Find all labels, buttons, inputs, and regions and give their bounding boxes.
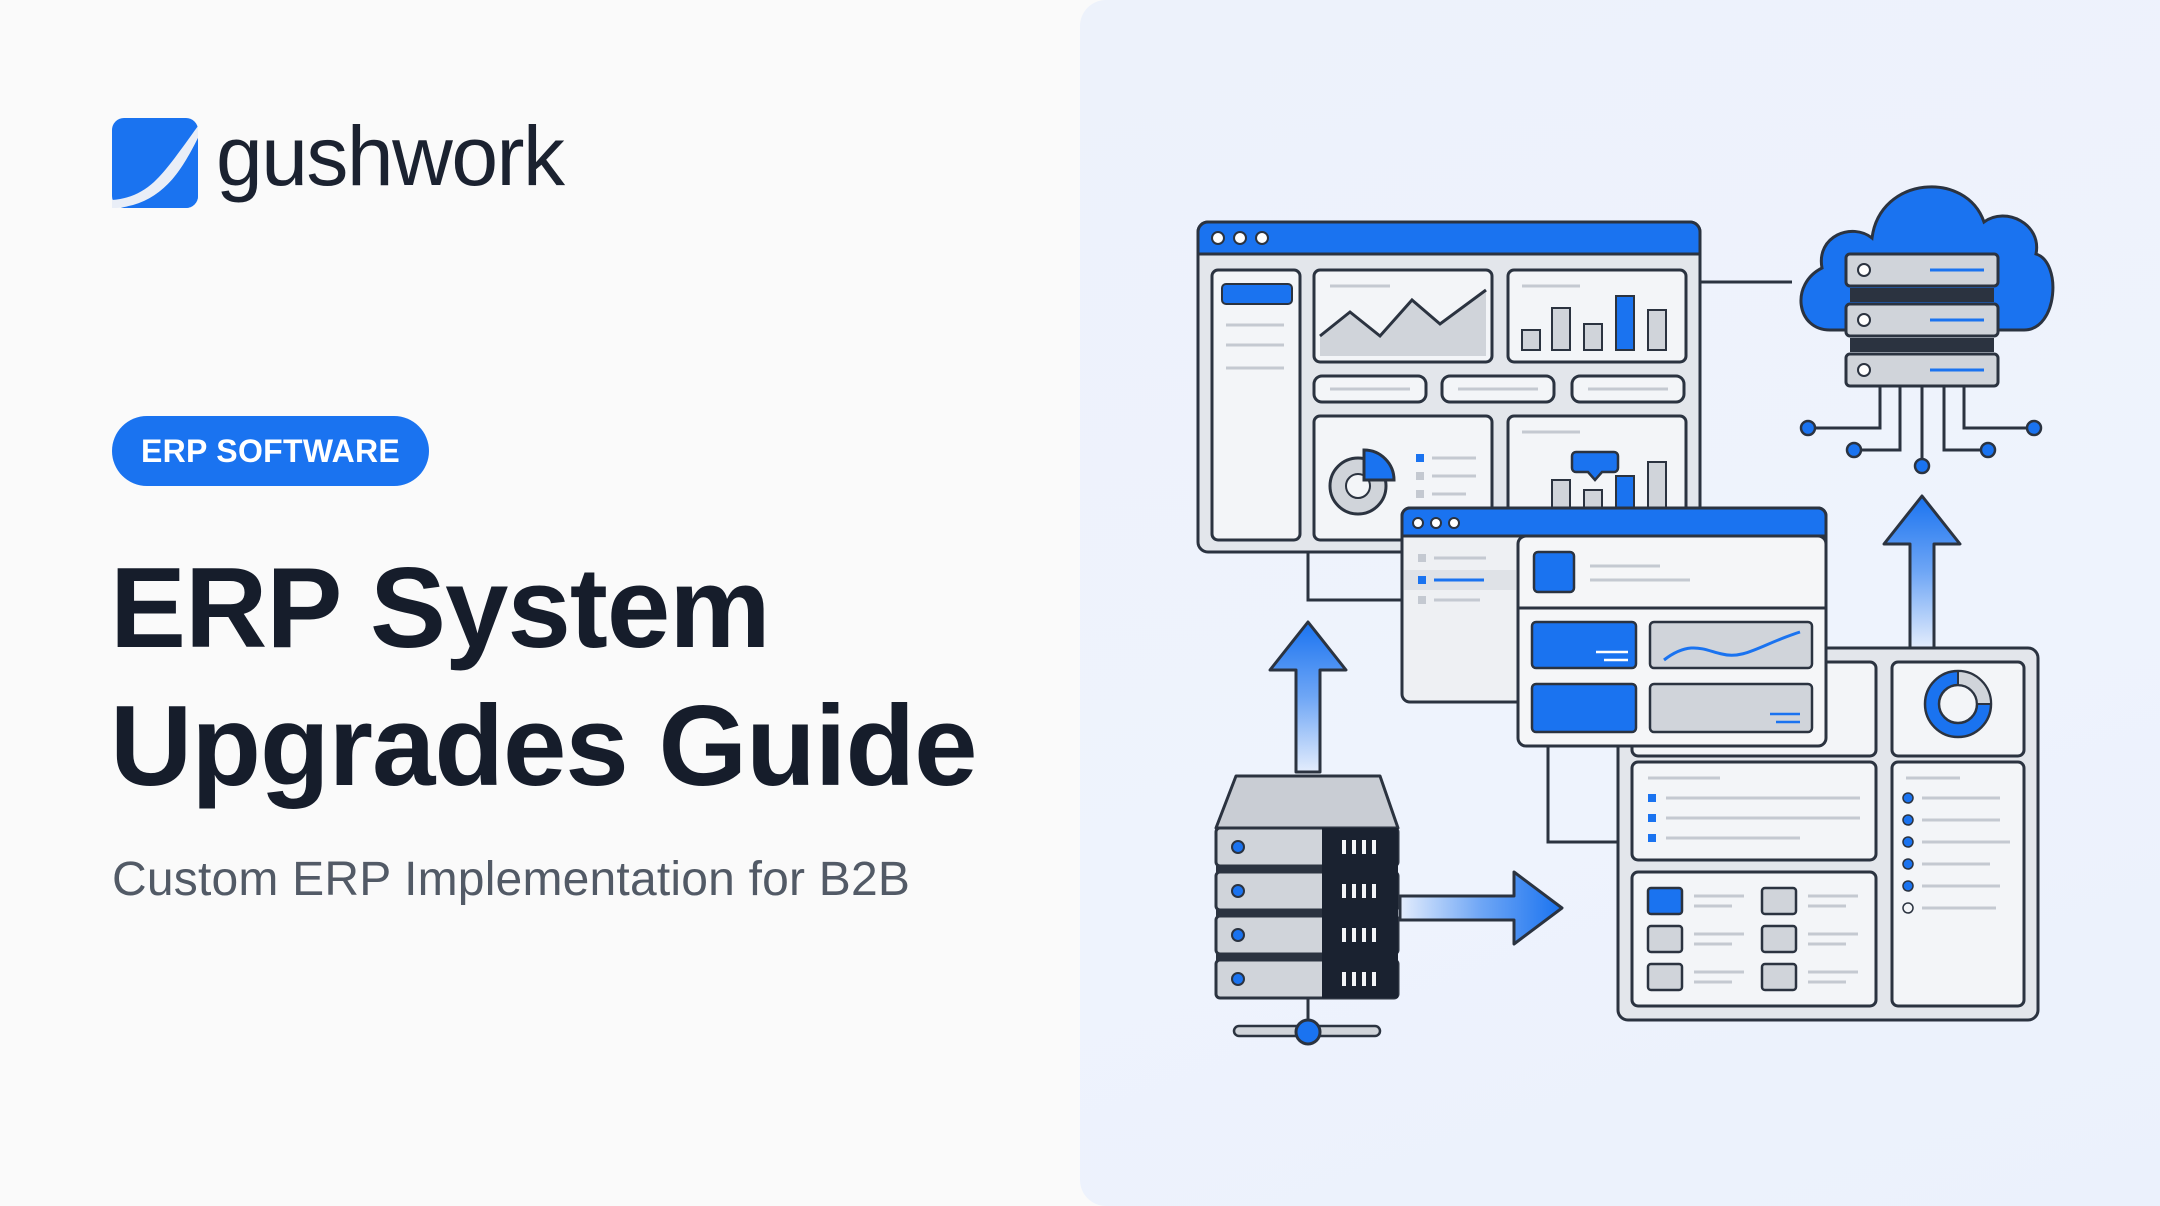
right-arrow-icon	[1398, 870, 1564, 946]
server-rack-icon	[1214, 774, 1400, 1046]
upload-arrow-icon	[1882, 494, 1962, 650]
title-line-1: ERP System	[110, 545, 771, 672]
upload-arrow-icon	[1268, 620, 1348, 774]
left-panel: gushwork ERP SOFTWARE ERP System Upgrade…	[110, 114, 978, 906]
gushwork-logo-icon	[112, 118, 198, 208]
donut-chart-icon	[1890, 660, 2026, 758]
bar-chart-icon	[1506, 268, 1688, 364]
cloud-server-icon	[1799, 185, 2055, 475]
page-title: ERP System Upgrades Guide	[110, 540, 977, 816]
page-subtitle: Custom ERP Implementation for B2B	[112, 853, 911, 906]
connector-lines	[1306, 280, 1792, 844]
dashboard-window-icon	[1516, 534, 1828, 748]
category-badge: ERP SOFTWARE	[112, 416, 430, 486]
dashboard-window-icon	[1196, 220, 1702, 554]
area-chart-icon	[1312, 268, 1494, 364]
title-line-2: Upgrades Guide	[110, 683, 977, 810]
brand-name: gushwork	[216, 109, 565, 203]
brand-logo[interactable]: gushwork	[112, 114, 565, 208]
